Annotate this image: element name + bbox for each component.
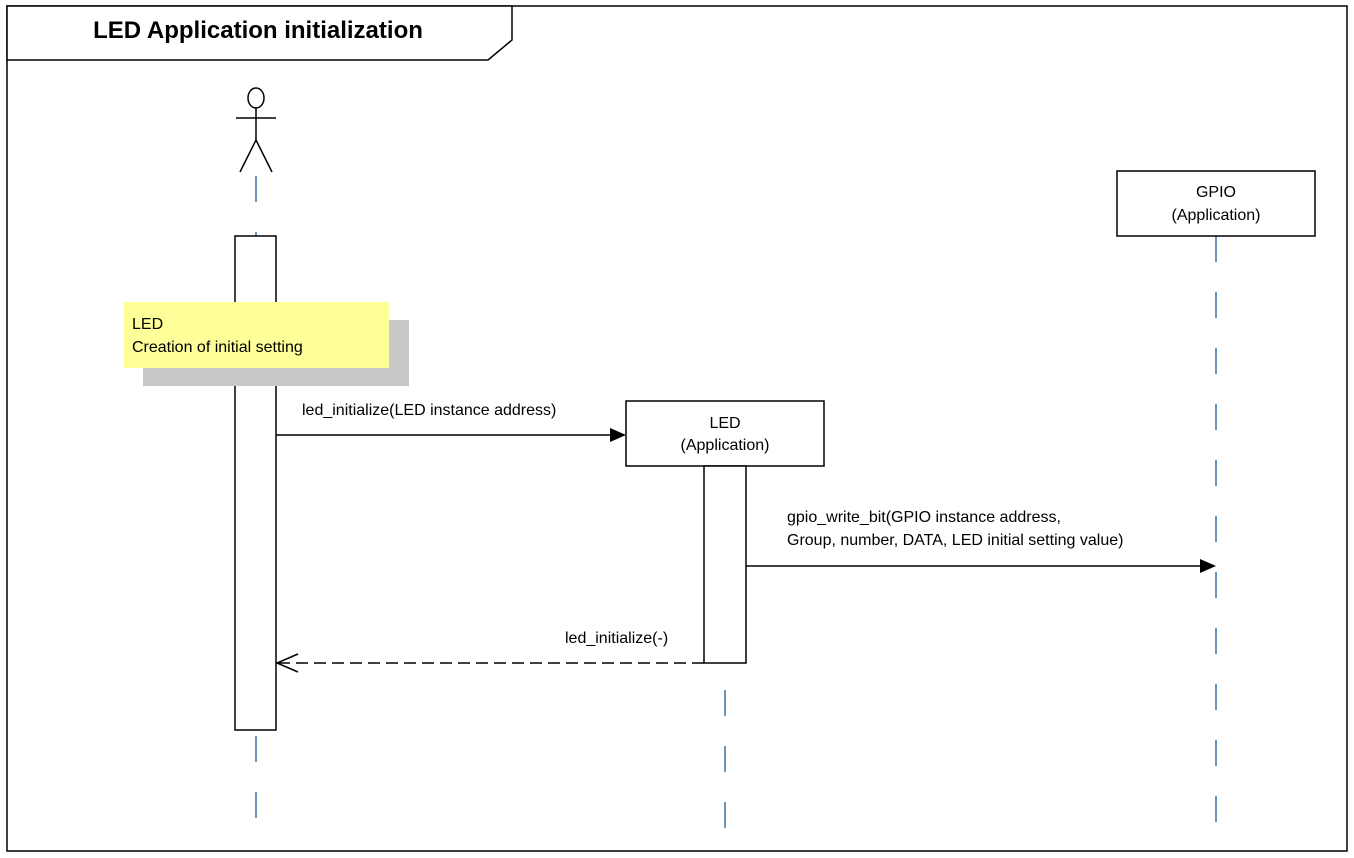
gpio-lifeline-label-2: (Application) [1172,207,1261,224]
led-initialize-call-label: led_initialize(LED instance address) [302,402,556,419]
led-lifeline-label-2: (Application) [681,437,770,454]
gpio-write-bit-label-line-1: gpio_write_bit(GPIO instance address, [787,509,1061,526]
frame-title-tab [6,5,513,61]
gpio-lifeline-label-1: GPIO [1196,184,1236,201]
led-initialize-return-label: led_initialize(-) [565,630,668,647]
led-initialize-call-arrowhead [610,428,626,442]
note-line-1: LED [132,316,163,333]
gpio-lifeline-head [1116,170,1316,237]
led-lifeline-head [625,400,825,467]
gpio-write-bit-label-line-2: Group, number, DATA, LED initial setting… [787,532,1123,549]
note-line-2: Creation of initial setting [132,339,303,356]
gpio-write-bit-call-arrowhead [1200,559,1216,573]
led-activation-bar [703,465,747,664]
led-initialize-return-arrowhead [275,653,299,673]
note-box [124,302,389,368]
frame-title: LED Application initialization [93,17,423,44]
actor-icon [236,87,276,173]
led-lifeline-label-1: LED [709,415,740,432]
